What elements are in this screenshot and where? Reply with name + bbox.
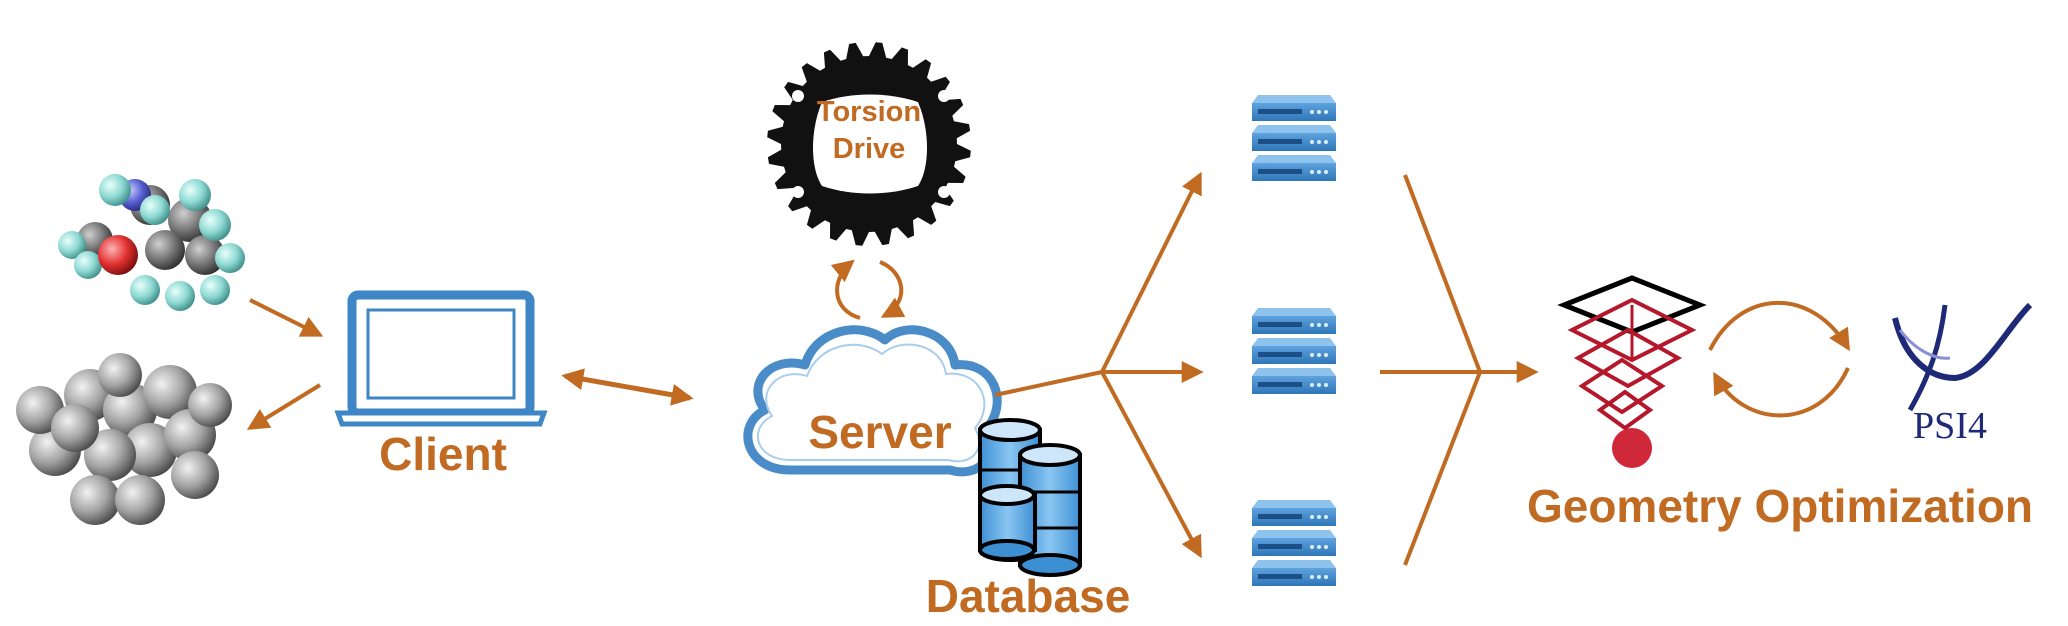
rack-unit-slot bbox=[1258, 544, 1302, 549]
psi4-logo-icon bbox=[1892, 302, 2033, 412]
server-rack-icon-middle bbox=[1252, 308, 1336, 394]
rack-unit-led bbox=[1310, 383, 1314, 387]
database-label: Database bbox=[926, 570, 1131, 622]
rack-unit-slot bbox=[1258, 352, 1302, 357]
rack-unit-led bbox=[1317, 575, 1321, 579]
rack-unit-top bbox=[1252, 338, 1336, 346]
rack-unit-led bbox=[1310, 353, 1314, 357]
gear-icon bbox=[767, 42, 971, 246]
rack-unit-led bbox=[1310, 170, 1314, 174]
rack-unit-slot bbox=[1258, 109, 1302, 114]
client-label: Client bbox=[379, 428, 507, 480]
rack-unit-led bbox=[1310, 575, 1314, 579]
rack-unit-led bbox=[1310, 515, 1314, 519]
rack-unit-led bbox=[1310, 323, 1314, 327]
server-label: Server bbox=[808, 406, 951, 458]
psi4-label: PSI4 bbox=[1913, 405, 1987, 447]
arrow-client-to-molecule bbox=[246, 383, 322, 430]
rack-unit-led bbox=[1324, 545, 1328, 549]
rack-unit-led bbox=[1317, 170, 1321, 174]
rack-unit-top bbox=[1252, 95, 1336, 103]
rack-unit-top bbox=[1252, 125, 1336, 133]
geometry-optimization-label: Geometry Optimization bbox=[1527, 480, 2033, 532]
rack-unit-led bbox=[1317, 110, 1321, 114]
rack-unit-slot bbox=[1258, 382, 1302, 387]
molecule-gray-icon bbox=[16, 353, 232, 525]
rack-unit-slot bbox=[1258, 514, 1302, 519]
arrow-workers-to-optimizer bbox=[1380, 174, 1539, 566]
rack-unit-led bbox=[1317, 323, 1321, 327]
optimization-ladder-icon bbox=[1557, 275, 1707, 468]
arrow-server-to-workers bbox=[994, 171, 1204, 559]
rack-unit-led bbox=[1310, 545, 1314, 549]
rack-unit-led bbox=[1324, 323, 1328, 327]
laptop-icon bbox=[334, 290, 548, 427]
rack-unit-led bbox=[1324, 170, 1328, 174]
server-rack-icon-bottom bbox=[1252, 500, 1336, 586]
rack-unit-led bbox=[1324, 353, 1328, 357]
server-rack-icon-top bbox=[1252, 95, 1336, 181]
rack-unit-led bbox=[1317, 353, 1321, 357]
molecule-colored-icon bbox=[58, 174, 245, 311]
rack-unit-top bbox=[1252, 308, 1336, 316]
rack-unit-top bbox=[1252, 560, 1336, 568]
rack-unit-top bbox=[1252, 530, 1336, 538]
rack-unit-led bbox=[1317, 545, 1321, 549]
rack-unit-top bbox=[1252, 368, 1336, 376]
rack-unit-led bbox=[1324, 140, 1328, 144]
rack-unit-led bbox=[1310, 140, 1314, 144]
torsion-server-cycle-icon bbox=[830, 259, 906, 320]
rack-unit-slot bbox=[1258, 139, 1302, 144]
arrow-molecule-to-client bbox=[249, 298, 324, 337]
optimizer-psi4-cycle-icon bbox=[1708, 300, 1850, 418]
rack-unit-led bbox=[1317, 515, 1321, 519]
torsion-drive-label-line2: Drive bbox=[833, 133, 906, 165]
database-icon bbox=[978, 418, 1082, 577]
rack-unit-slot bbox=[1258, 322, 1302, 327]
rack-unit-led bbox=[1324, 383, 1328, 387]
arrow-client-server-bidirectional bbox=[561, 368, 694, 406]
rack-unit-led bbox=[1310, 110, 1314, 114]
rack-unit-top bbox=[1252, 500, 1336, 508]
torsion-drive-label-line1: Torsion bbox=[817, 96, 921, 128]
rack-unit-led bbox=[1324, 575, 1328, 579]
rack-unit-slot bbox=[1258, 169, 1302, 174]
rack-unit-led bbox=[1317, 140, 1321, 144]
rack-unit-led bbox=[1317, 383, 1321, 387]
rack-unit-slot bbox=[1258, 574, 1302, 579]
rack-unit-led bbox=[1324, 110, 1328, 114]
rack-unit-led bbox=[1324, 515, 1328, 519]
rack-unit-top bbox=[1252, 155, 1336, 163]
